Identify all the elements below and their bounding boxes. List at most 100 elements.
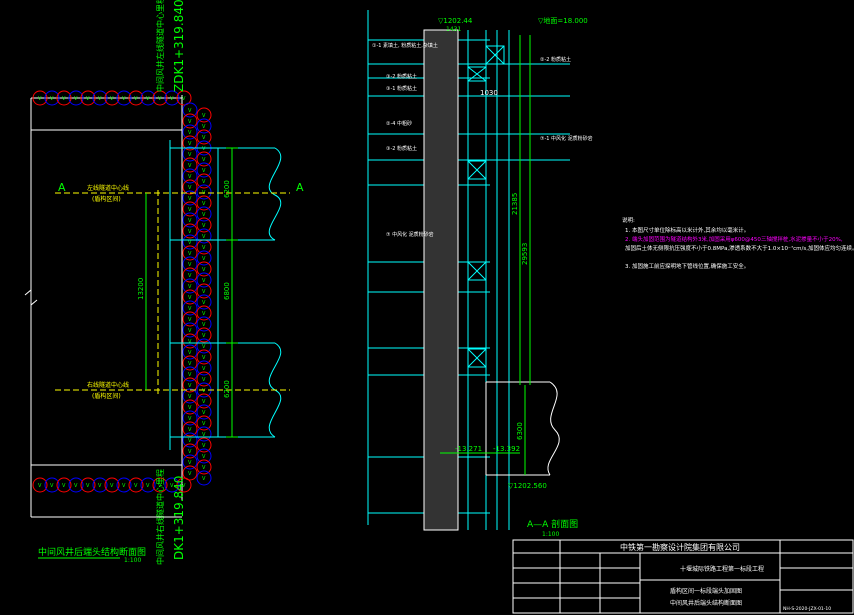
pile-mark: V: [188, 119, 192, 125]
pile-mark: V: [202, 223, 206, 229]
pile-mark: V: [134, 96, 138, 102]
pile-circle: [140, 90, 156, 106]
pile-circle: [56, 477, 72, 493]
pile-mark: V: [188, 262, 192, 268]
pile-circle: [196, 437, 212, 453]
pile-circle: [182, 212, 198, 228]
soil-label-2: ②-2 粉质粘土: [540, 56, 571, 63]
title-project: 十堰城际铁路工程第一标段工程: [680, 565, 764, 573]
pile-circle: [196, 338, 212, 354]
pile-circle: [182, 311, 198, 327]
pile-circle: [92, 90, 108, 106]
pile-circle: [164, 477, 180, 493]
pile-circle: [182, 135, 198, 151]
soil-label-5: ②-4 中粗砂: [386, 120, 412, 127]
pile-circle: [152, 477, 168, 493]
pile-mark: V: [202, 399, 206, 405]
pile-circle: [182, 168, 198, 184]
pile-mark: V: [188, 427, 192, 433]
dim-6200-bottom: 6200: [223, 380, 231, 398]
pile-mark: V: [202, 135, 206, 141]
soil-label-6: ③-2 粉质粘土: [386, 145, 417, 152]
pile-circle: [182, 234, 198, 250]
pile-mark: V: [188, 174, 192, 180]
dim-29593: 29593: [521, 243, 529, 265]
pile-circle: [182, 245, 198, 261]
section-mark-a-right: A: [296, 181, 304, 194]
pile-circle: [182, 454, 198, 470]
pile-mark: V: [62, 483, 66, 489]
pile-mark: V: [202, 311, 206, 317]
pile-mark: V: [202, 146, 206, 152]
pile-circle: [196, 228, 212, 244]
pile-mark: V: [38, 483, 42, 489]
pile-mark: V: [170, 96, 174, 102]
pile-circle: [182, 113, 198, 129]
pile-mark: V: [188, 240, 192, 246]
tunnel-center-lines: [55, 190, 290, 395]
title-drawing-name-2: 中间风井后端头结构断面图: [670, 599, 742, 607]
pile-circle: [196, 206, 212, 222]
pile-circle: [44, 90, 60, 106]
pile-circle: [182, 256, 198, 272]
pile-mark: V: [202, 267, 206, 273]
tunnel-center-top-sub: (盾构区间): [92, 195, 121, 203]
pile-circle: [196, 217, 212, 233]
pile-mark: V: [188, 273, 192, 279]
pile-mark: V: [202, 333, 206, 339]
pile-circle: [182, 190, 198, 206]
soil-label-3: ③-2 粉质粘土: [386, 73, 417, 80]
pile-circle: [196, 272, 212, 288]
pile-circle: [182, 388, 198, 404]
pile-mark: V: [110, 483, 114, 489]
pile-circle: [196, 327, 212, 343]
pile-circle: [196, 349, 212, 365]
pile-circle: [196, 250, 212, 266]
pile-mark: V: [202, 322, 206, 328]
pile-mark: V: [188, 383, 192, 389]
note-2: 2. 端头加固范围为隧道结构外3米,加固采用φ600@450三轴搅拌桩,水泥掺量…: [625, 235, 843, 243]
notes-title: 说明:: [622, 216, 635, 224]
pile-circle: [104, 477, 120, 493]
plan-scale: 1:100: [124, 557, 141, 564]
pile-mark: V: [202, 234, 206, 240]
note-4: 3. 加固施工前应探明地下管线位置,确保施工安全。: [625, 262, 749, 270]
pile-mark: V: [134, 483, 138, 489]
pile-mark: V: [202, 355, 206, 361]
pile-mark: V: [202, 168, 206, 174]
pile-circle: [176, 477, 192, 493]
dim-6300: 6300: [516, 422, 524, 440]
pile-mark: V: [188, 295, 192, 301]
pile-circle: [140, 477, 156, 493]
pile-mark: V: [202, 256, 206, 262]
pile-mark: V: [188, 350, 192, 356]
dim-21385: 21385: [511, 193, 519, 215]
pile-circle: [182, 157, 198, 173]
pile-circle: [32, 477, 48, 493]
note-1: 1. 本图尺寸单位除标高以米计外,其余均以毫米计。: [625, 226, 749, 234]
pile-circle: [196, 415, 212, 431]
pile-circle: [196, 173, 212, 189]
plan-dimensions: [145, 147, 238, 438]
pile-circle: [196, 261, 212, 277]
pile-circle: [196, 459, 212, 475]
pile-circle: [68, 477, 84, 493]
pile-mark: V: [74, 96, 78, 102]
pile-circle: [32, 90, 48, 106]
pile-mark: V: [202, 432, 206, 438]
pile-mark: V: [188, 361, 192, 367]
pile-mark: V: [188, 339, 192, 345]
pile-mark: V: [188, 130, 192, 136]
pile-mark: V: [202, 476, 206, 482]
pile-mark: V: [188, 372, 192, 378]
pile-circle: [182, 322, 198, 338]
pile-mark: V: [62, 96, 66, 102]
pile-mark: V: [202, 443, 206, 449]
pile-circle: [182, 124, 198, 140]
pile-circle: [182, 410, 198, 426]
pile-mark: V: [202, 212, 206, 218]
pile-circle: [182, 399, 198, 415]
pile-circle: [196, 393, 212, 409]
pile-mark: V: [202, 300, 206, 306]
pile-mark: V: [158, 96, 162, 102]
